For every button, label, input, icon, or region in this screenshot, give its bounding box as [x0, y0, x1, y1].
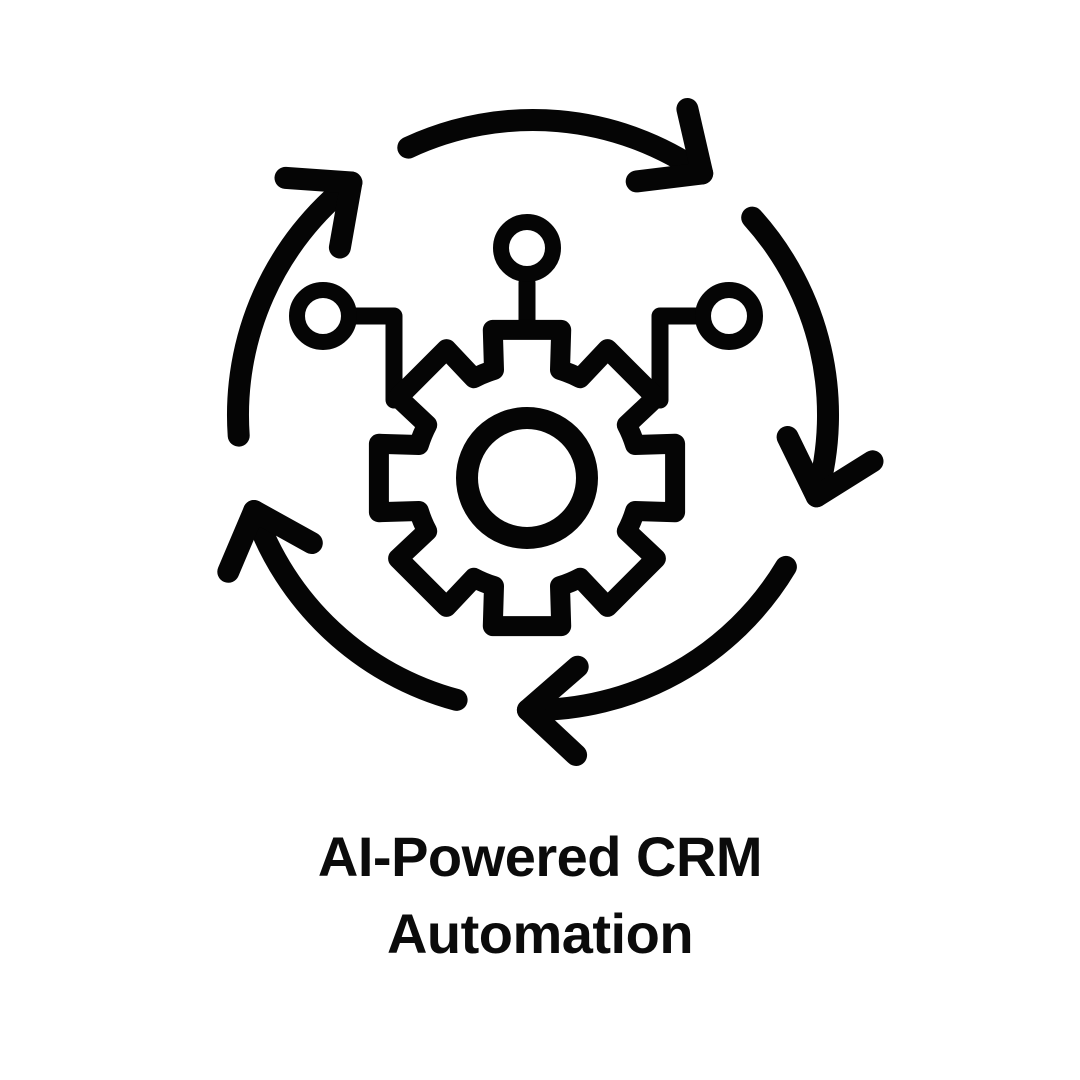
caption-line-1: AI-Powered CRM	[317, 825, 763, 888]
connector-node-circles	[289, 214, 763, 350]
caption: AI-Powered CRM Automation	[0, 818, 1080, 972]
cycle-arrows-icon	[217, 98, 884, 766]
caption-line-2: Automation	[386, 902, 694, 965]
gear-icon	[368, 319, 686, 637]
